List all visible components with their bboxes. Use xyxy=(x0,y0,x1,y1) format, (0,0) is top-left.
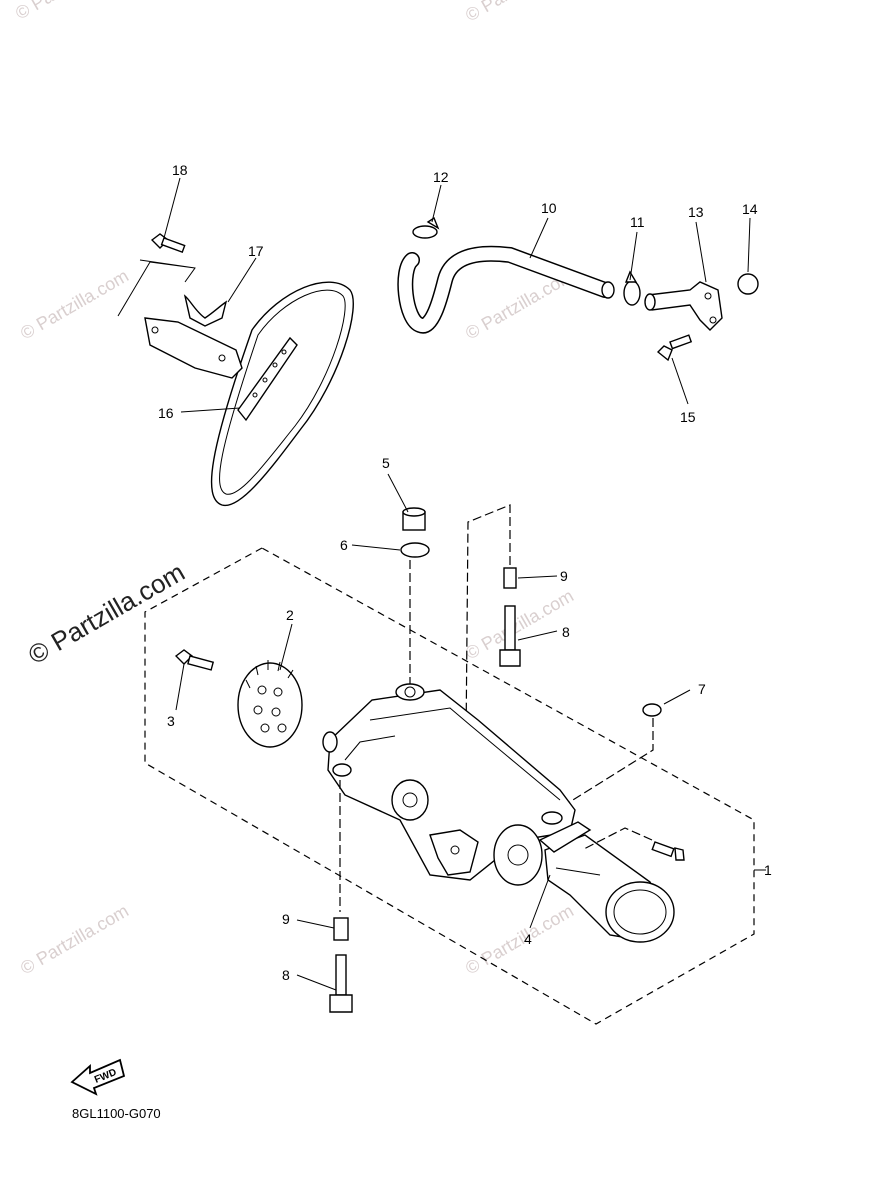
callout-18: 18 xyxy=(172,162,188,178)
callout-4: 4 xyxy=(524,931,532,947)
callout-13: 13 xyxy=(688,204,704,220)
oil-pump xyxy=(322,683,576,886)
align-line-9 xyxy=(465,504,511,741)
breather-pipe xyxy=(644,281,723,331)
callout-2: 2 xyxy=(286,607,294,623)
callout-9-upper: 9 xyxy=(560,568,568,584)
guide-bolt xyxy=(117,233,196,317)
watermark: © Partzilla.com xyxy=(12,0,127,23)
chain xyxy=(210,281,354,506)
clamp-11 xyxy=(623,270,641,306)
o-ring-7 xyxy=(642,703,662,717)
callout-8-lower: 8 xyxy=(282,967,290,983)
callout-3: 3 xyxy=(167,713,175,729)
gear xyxy=(237,660,303,748)
callout-12: 12 xyxy=(433,169,449,185)
strainer xyxy=(538,821,675,943)
gear-bolt xyxy=(174,649,215,671)
callout-1: 1 xyxy=(764,862,772,878)
callout-7: 7 xyxy=(698,681,706,697)
assembly-outline xyxy=(144,547,755,1025)
dowel-9-lower xyxy=(333,917,349,941)
dowel-9-upper xyxy=(503,567,517,589)
align-line-7 xyxy=(559,718,654,809)
pipe-bolt xyxy=(656,334,693,362)
bolt-8-lower xyxy=(329,954,353,1013)
callout-8-upper: 8 xyxy=(562,624,570,640)
chain-guide xyxy=(144,294,243,379)
diagram-code: 8GL1100-G070 xyxy=(72,1106,161,1121)
hose xyxy=(397,245,615,334)
callout-17: 17 xyxy=(248,243,264,259)
callouts: 1 2 3 4 5 6 7 8 8 9 9 10 11 12 13 14 15 … xyxy=(158,162,772,983)
watermark: © Partzilla.com xyxy=(17,265,132,343)
callout-10: 10 xyxy=(541,200,557,216)
callout-16: 16 xyxy=(158,405,174,421)
fwd-arrow-icon: FWD xyxy=(70,1058,126,1096)
callout-14: 14 xyxy=(742,201,758,217)
leader-lines xyxy=(163,177,751,991)
callout-6: 6 xyxy=(340,537,348,553)
callout-15: 15 xyxy=(680,409,696,425)
watermark: © Partzilla.com xyxy=(462,0,577,25)
bolt-8-upper xyxy=(499,605,521,667)
watermark-large: © Partzilla.com xyxy=(23,557,190,671)
callout-5: 5 xyxy=(382,455,390,471)
collar-5 xyxy=(402,507,426,531)
o-ring-14 xyxy=(737,273,759,295)
watermark: © Partzilla.com xyxy=(462,900,577,978)
o-ring-6 xyxy=(400,542,430,558)
callout-9-lower: 9 xyxy=(282,911,290,927)
callout-11: 11 xyxy=(630,214,645,230)
strainer-bolt xyxy=(581,827,685,861)
watermark: © Partzilla.com xyxy=(17,900,132,978)
clamp-12 xyxy=(412,216,440,239)
